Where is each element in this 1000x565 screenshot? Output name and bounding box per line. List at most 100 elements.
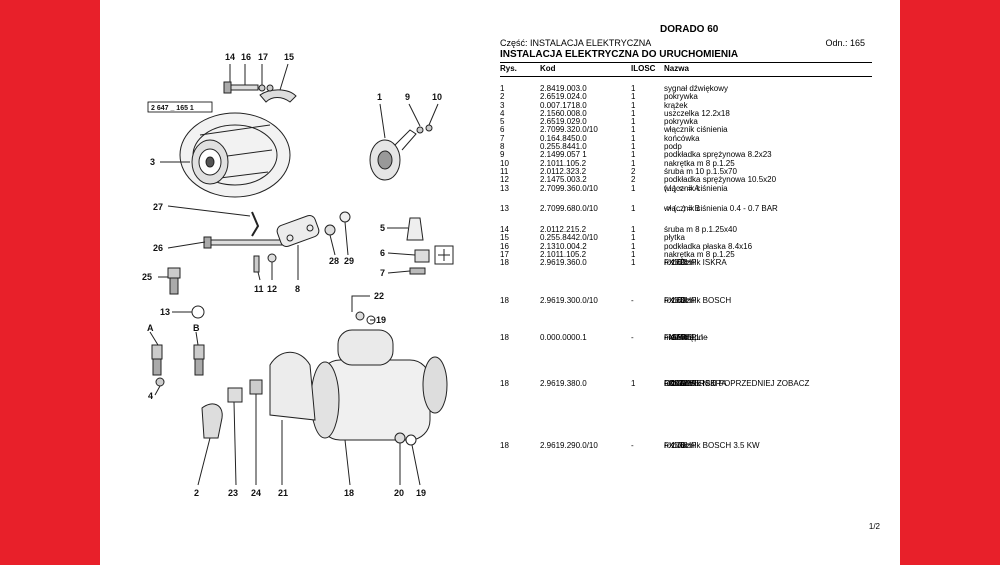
cell-rys: 6 (500, 125, 505, 135)
cell-ilosc: 1 (631, 125, 636, 135)
nazwa-line: pokrywka (664, 92, 698, 102)
nazwa-line: podkładka sprężynowa 8.2x23 (664, 150, 772, 160)
cell-kod: 2.9619.290.0/10 (540, 441, 598, 451)
cell-rys: 16 (500, 241, 509, 251)
page-ref-label: Odn.: 165 (825, 38, 865, 48)
nazwa-line: - MARELLI - (664, 333, 709, 343)
nazwa-line: ☞ 176 (664, 441, 687, 451)
cell-ilosc: 1 (631, 233, 636, 243)
nazwa-line: F 173 (664, 295, 685, 305)
callout-16: 16 (241, 52, 251, 62)
cell-kod: 2.9619.380.0 (540, 378, 587, 388)
header-bottom-rule (500, 76, 872, 77)
nazwa-line: ODNIESIENIE (664, 378, 716, 388)
callout-6: 6 (380, 248, 385, 258)
cell-rys: 13 (500, 183, 509, 193)
nazwa-line: płytka (664, 233, 685, 243)
nazwa-line: sygnał dźwiękowy (664, 84, 729, 93)
nazwa-line: F 176 (664, 441, 685, 451)
callout-3: 3 (150, 157, 155, 167)
cell-rys: 17 (500, 250, 509, 260)
section-header: Część: INSTALACJA ELEKTRYCZNA Odn.: 165 (500, 38, 865, 48)
cell-kod: 2.6519.024.0 (540, 92, 587, 102)
cell-kod: 2.7099.360.0/10 (540, 183, 598, 193)
cell-rys: 5 (500, 117, 505, 127)
cell-ilosc: 1 (631, 250, 636, 260)
nazwa-line: - X 60HP (664, 295, 697, 305)
nazwa-line: - X 60HP (664, 333, 697, 343)
cell-kod: 2.1475.003.2 (540, 175, 587, 185)
callout-a: A (147, 323, 154, 333)
cell-rys: 7 (500, 133, 505, 143)
cell-ilosc: 2 (631, 175, 636, 185)
nazwa-line: rozrusznik BOSCH 3.5 KW (664, 441, 760, 451)
cell-kod: 2.1499.057 1 (540, 150, 587, 160)
cell-ilosc: 1 (631, 258, 636, 268)
cell-ilosc: 1 (631, 158, 636, 168)
cell-kod: 0.007.1718.0 (540, 100, 587, 110)
catalog-sheet: 2 647 _ 165 1 14 16 17 15 1 9 10 3 27 26… (100, 0, 900, 565)
callout-26: 26 (153, 243, 163, 253)
header-ilosc: ILOSC (631, 64, 656, 73)
cell-kod: 2.0112.215.2 (540, 225, 587, 235)
callout-2: 2 (194, 488, 199, 498)
callout-1: 1 (377, 92, 382, 102)
callout-8: 8 (295, 284, 300, 294)
nazwa-line: (...) <- = A (664, 183, 700, 193)
cell-ilosc: 1 (631, 241, 636, 251)
nazwa-line: - X 60HP (664, 258, 697, 268)
callout-b: B (193, 323, 200, 333)
callout-9: 9 (405, 92, 410, 102)
header-kod: Kod (540, 64, 556, 73)
nazwa-line: śruba m 10 p.1.5x70 (664, 166, 737, 176)
nazwa-line: końcówka (664, 133, 700, 143)
cell-ilosc: 1 (631, 142, 636, 152)
callout-4: 4 (148, 391, 153, 401)
callout-7: 7 (380, 268, 385, 278)
cell-kod: 2.7099.680.0/10 (540, 204, 598, 214)
callout-12: 12 (267, 284, 277, 294)
cell-kod: 2.1011.105.2 (540, 250, 587, 260)
cell-ilosc: 1 (631, 108, 636, 118)
cell-kod: 2.8419.003.0 (540, 84, 587, 93)
cell-kod: 0.000.0000.1 (540, 333, 587, 343)
nazwa-line: rozrusznik BOSCH (664, 295, 732, 305)
nazwa-line: pokrywka (664, 117, 698, 127)
nazwa-line: F 172 (664, 258, 685, 268)
cell-rys: 14 (500, 225, 509, 235)
cell-rys: 18 (500, 441, 509, 451)
exploded-parts-diagram: 2 647 _ 165 1 14 16 17 15 1 9 10 3 27 26… (142, 52, 454, 498)
callout-27: 27 (153, 202, 163, 212)
cell-rys: 13 (500, 204, 509, 214)
nazwa-line: włącznik ciśnienia (664, 183, 728, 193)
nazwa-line: rozrusznik ISKRA (664, 258, 727, 268)
callout-21: 21 (278, 488, 288, 498)
cell-rys: 18 (500, 378, 509, 388)
header-top-rule (500, 62, 872, 63)
doc-title: DORADO 60 (660, 24, 719, 35)
cell-rys: 18 (500, 258, 509, 268)
callout-17: 17 (258, 52, 268, 62)
callout-25: 25 (142, 272, 152, 282)
cell-kod: 0.255.8442.0/10 (540, 233, 598, 243)
nazwa-line: ☞ 175 (664, 378, 687, 388)
parts-list-panel: DORADO 60 Część: INSTALACJA ELEKTRYCZNA … (500, 24, 880, 559)
cell-kod: 2.1560.008.0 (540, 108, 587, 118)
nazwa-line: nakrętka m 8 p.1.25 (664, 250, 735, 260)
page-number: 1/2 (868, 522, 880, 531)
nazwa-line: rozrusznik ISKRA (664, 378, 727, 388)
